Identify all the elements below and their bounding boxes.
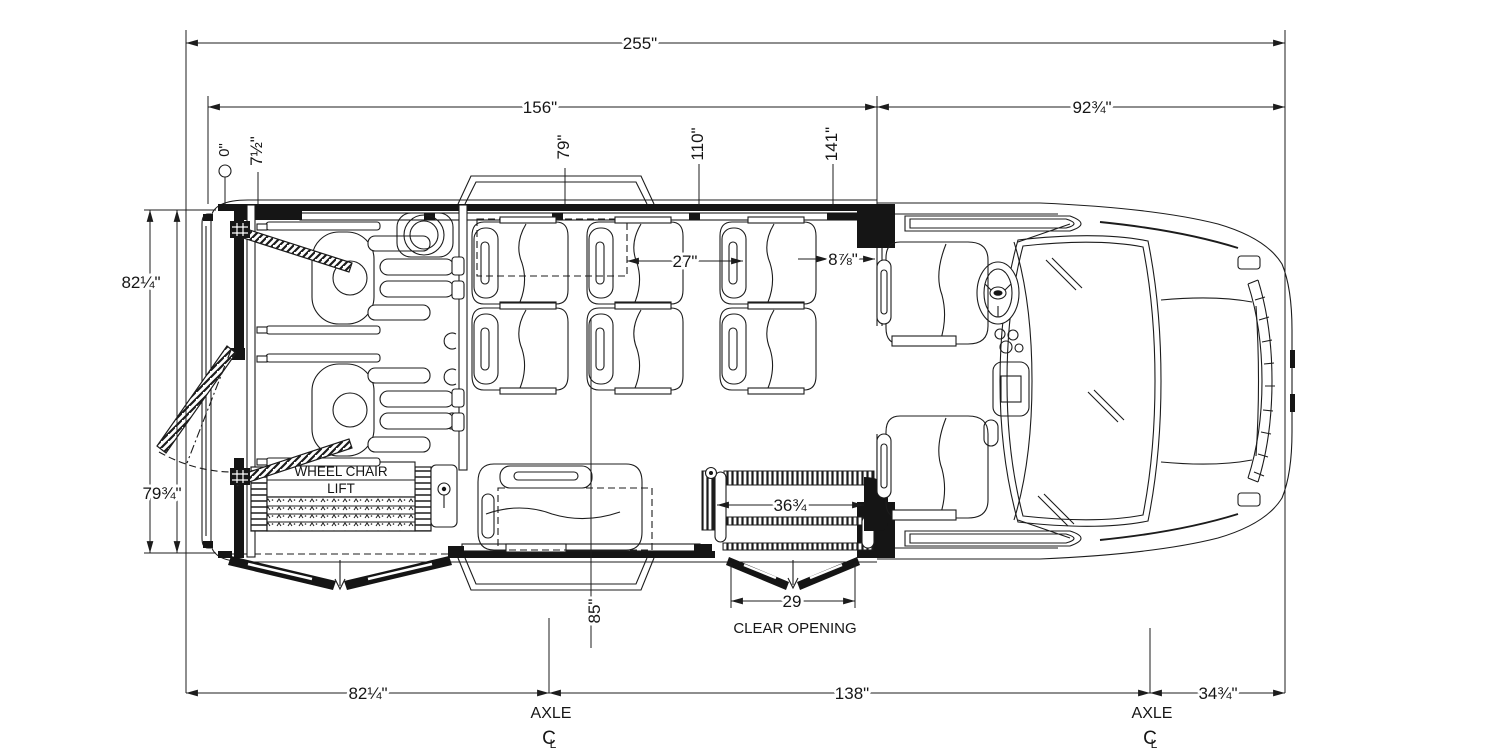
dim-seat-spacing-label: 27" xyxy=(673,252,698,271)
dim-wheelbase-label: 138" xyxy=(835,684,869,703)
dim-rear-opening-label: 79¾" xyxy=(142,484,181,503)
entry-steps xyxy=(701,466,888,551)
lift-door-open xyxy=(228,556,452,591)
lift-label-line2: LIFT xyxy=(327,481,355,496)
wheel-skirts xyxy=(457,175,655,591)
rear-door-open xyxy=(156,345,237,473)
dim-interior-length-label: 85" xyxy=(585,599,604,624)
wheelchair-occupant-2 xyxy=(230,353,465,487)
dim-overall-length-label: 255" xyxy=(623,34,657,53)
front-axle-centerline-c: C xyxy=(1143,728,1157,749)
dimension-body-width: 82¼" xyxy=(118,210,164,553)
rear-axle-centerline-c: C xyxy=(542,728,556,749)
station-0-label: 0" xyxy=(216,143,233,157)
dim-rear-overhang-label: 82¼" xyxy=(348,684,387,703)
dimension-seat-spacing: 27" xyxy=(627,249,743,274)
dim-body-length-label: 156" xyxy=(523,98,557,117)
station-markers: 0" 7½" 79" 110" 141" xyxy=(213,124,844,206)
front-axle-callout: AXLE C L xyxy=(1132,705,1173,750)
wheelchair-lift: WHEEL CHAIR LIFT xyxy=(250,461,458,532)
cab xyxy=(876,202,1295,560)
front-axle-label: AXLE xyxy=(1132,705,1173,722)
wheelchair-occupant-1 xyxy=(230,221,465,335)
dimension-seat-to-partition: 8⅞" xyxy=(798,247,875,272)
lift-label-line1: WHEEL CHAIR xyxy=(294,464,388,479)
driver-seat xyxy=(876,241,989,347)
dim-cab-length-label: 92¾" xyxy=(1072,98,1111,117)
dimension-overall-length: 255" xyxy=(186,31,1285,56)
rear-axle-callout: AXLE C L xyxy=(531,705,572,750)
dimension-entry-opening: 36¾ xyxy=(717,493,864,518)
dim-seat-to-partition-label: 8⅞" xyxy=(828,250,858,269)
dimension-wheelbase: 138" xyxy=(549,681,1150,706)
entry-door-open xyxy=(726,557,860,590)
front-passenger-seat xyxy=(876,415,989,521)
clear-opening-caption: CLEAR OPENING xyxy=(733,620,856,637)
dimension-clear-opening: 29 CLEAR OPENING xyxy=(730,589,859,640)
dim-entry-opening-label: 36¾ xyxy=(773,496,807,515)
side-seat xyxy=(477,463,653,553)
dim-clear-opening-value: 29 xyxy=(783,592,802,611)
station-79-label: 79" xyxy=(554,135,573,160)
extension-lines xyxy=(144,30,1286,693)
dim-front-overhang-label: 34¾" xyxy=(1198,684,1237,703)
dim-body-width-label: 82¼" xyxy=(121,273,160,292)
dimension-rear-opening: 79¾" xyxy=(139,210,185,553)
station-7-5-label: 7½" xyxy=(247,136,266,166)
dimension-body-length: 156" xyxy=(208,95,877,120)
front-axle-centerline-l: L xyxy=(1151,737,1158,750)
dimension-rear-overhang: 82¼" xyxy=(186,681,549,706)
dimension-front-overhang: 34¾" xyxy=(1150,681,1285,706)
dimension-interior-length: 85" xyxy=(582,318,607,648)
passenger-seats xyxy=(471,216,817,395)
station-141-label: 141" xyxy=(822,127,841,161)
dimension-cab-length: 92¾" xyxy=(877,95,1285,120)
roof-equipment xyxy=(396,212,454,258)
station-110-label: 110" xyxy=(688,127,707,160)
rear-axle-label: AXLE xyxy=(531,705,572,722)
rear-axle-centerline-l: L xyxy=(550,737,557,750)
